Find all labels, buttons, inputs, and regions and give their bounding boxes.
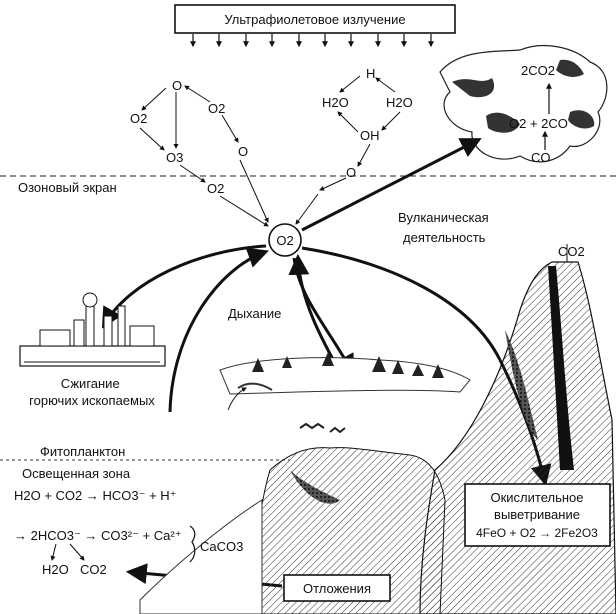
- ozone-o-top: O: [172, 78, 182, 93]
- arrow-o2-to-respiration: [292, 257, 354, 376]
- uv-rays: [190, 34, 434, 48]
- water-o: O: [346, 165, 356, 180]
- central-o2-label: O2: [276, 233, 293, 248]
- volcanic-label: Вулканическая деятельность: [398, 210, 492, 245]
- ozone-o2-right: O2: [208, 101, 225, 116]
- forest: [219, 352, 471, 434]
- oxidation-line1: Окислительное: [490, 490, 583, 505]
- combustion-label: Сжигание горючих ископаемых: [29, 376, 155, 408]
- atmosphere-cloud: 2CO2 O2 + 2CO CO: [439, 44, 608, 165]
- phytoplankton-label: Фитопланктон: [40, 444, 125, 459]
- water-h2o-right: H2O: [386, 95, 413, 110]
- ozone-o2-bottom: O2: [207, 181, 224, 196]
- coast-land: [139, 447, 446, 614]
- factory: [19, 292, 166, 367]
- water-oh: OH: [360, 128, 380, 143]
- central-o2: O2: [268, 223, 302, 257]
- ozone-cycle: O O2 O2 O3 O O2: [130, 78, 269, 227]
- arrow-o2-to-combustion: [101, 244, 267, 329]
- sediments-box: Отложения: [283, 574, 391, 602]
- cloud-co2: 2CO2: [521, 63, 555, 78]
- water-h2o-left: H2O: [322, 95, 349, 110]
- volcano-co2-label: CO2: [558, 244, 585, 259]
- arrow-o2-to-atmosphere: [301, 138, 482, 232]
- water-h: H: [366, 66, 375, 81]
- carbonate-equations: H2O + CO2 → HCO3⁻ + H⁺ → 2HCO3⁻ → CO3²⁻ …: [14, 488, 243, 577]
- arrow-phytoplankton-to-o2: [168, 247, 269, 413]
- oxidation-line2: выветривание: [494, 507, 580, 522]
- sediments-label: Отложения: [303, 581, 371, 596]
- ozone-o-right: O: [238, 144, 248, 159]
- lit-zone-label: Освещенная зона: [22, 466, 131, 481]
- cloud-co: CO: [531, 150, 551, 165]
- water-cycle: H H2O H2O OH O: [295, 66, 413, 225]
- eq1: H2O + CO2 → HCO3⁻ + H⁺: [14, 488, 177, 503]
- volcano: CO2: [419, 244, 616, 614]
- oxidation-weathering-box: Окислительное выветривание 4FeO + O2 → 2…: [464, 483, 611, 547]
- oxidation-line3: 4FeO + O2 → 2Fe2O3: [476, 526, 598, 540]
- ozone-o3: O3: [166, 150, 183, 165]
- ozone-label: Озоновый экран: [18, 180, 117, 195]
- eq3-co2: CO2: [80, 562, 107, 577]
- uv-label: Ультрафиолетовое излучение: [224, 12, 405, 27]
- cloud-reaction: O2 + 2CO: [509, 116, 568, 131]
- respiration-label: Дыхание: [228, 306, 281, 321]
- eq2: → 2HCO3⁻ → CO3²⁻ + Ca²⁺: [14, 528, 182, 543]
- eq3-h2o: H2O: [42, 562, 69, 577]
- ozone-o2-left: O2: [130, 111, 147, 126]
- caco3-label: CaCO3: [200, 539, 243, 554]
- uv-banner: Ультрафиолетовое излучение: [174, 4, 456, 48]
